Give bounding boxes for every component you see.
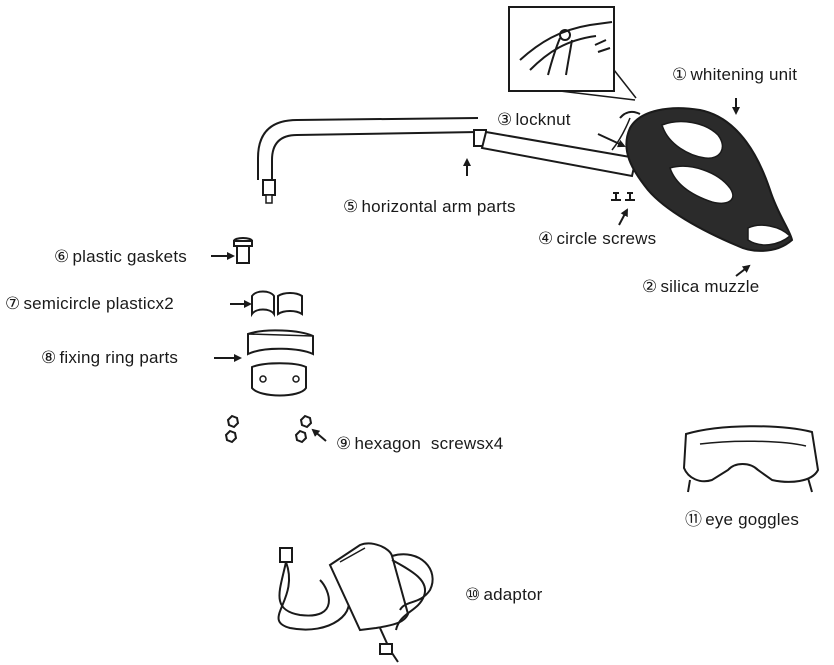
- label-text: whitening unit: [690, 65, 797, 84]
- number-8: ⑧: [41, 348, 56, 368]
- horizontal-arm-drawing: [258, 118, 636, 203]
- label-text: plastic gaskets: [72, 247, 187, 266]
- number-1: ①: [672, 65, 687, 85]
- fixing-ring-drawing: [248, 330, 313, 395]
- number-3: ③: [497, 110, 512, 130]
- number-6: ⑥: [54, 247, 69, 267]
- detail-inset: [509, 7, 636, 100]
- eye-goggles-drawing: [684, 426, 818, 492]
- number-9: ⑨: [336, 434, 351, 454]
- label-text: hexagon screwsx4: [354, 434, 503, 453]
- label-text: semicircle plasticx2: [23, 294, 173, 313]
- label-text: circle screws: [556, 229, 656, 248]
- label-text: horizontal arm parts: [361, 197, 515, 216]
- number-5: ⑤: [343, 197, 358, 217]
- label-text: locknut: [515, 110, 570, 129]
- number-10: ⑩: [465, 585, 480, 605]
- number-4: ④: [538, 229, 553, 249]
- label-text: adaptor: [483, 585, 542, 604]
- number-2: ②: [642, 277, 657, 297]
- label-text: silica muzzle: [660, 277, 759, 296]
- circle-screws-drawing: [611, 193, 635, 200]
- semicircle-plastic-drawing: [252, 292, 302, 315]
- adaptor-drawing: [279, 543, 433, 662]
- hexagon-screws-drawing: [226, 416, 311, 442]
- label-text: fixing ring parts: [59, 348, 178, 367]
- number-7: ⑦: [5, 294, 20, 314]
- number-11: ⑪: [685, 510, 702, 530]
- plastic-gasket-drawing: [234, 238, 252, 263]
- label-text: eye goggles: [705, 510, 799, 529]
